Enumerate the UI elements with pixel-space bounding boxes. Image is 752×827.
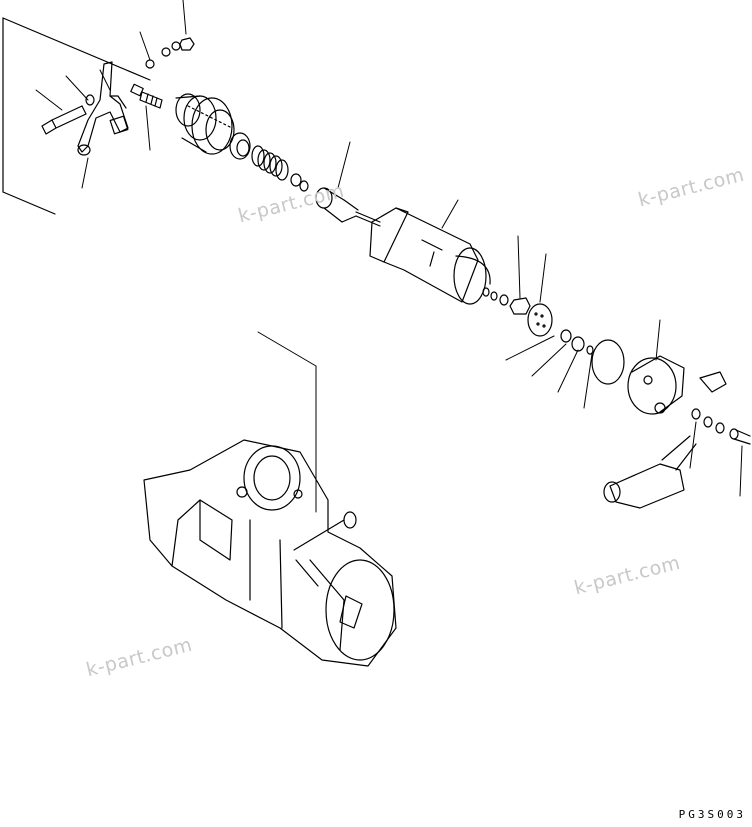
contact-disc-part	[528, 304, 552, 336]
plunger-part	[316, 188, 380, 226]
shift-lever-part	[78, 62, 128, 155]
spring-part	[252, 146, 288, 180]
drawing-code: PG3S003	[678, 808, 746, 821]
solenoid-housing-part	[370, 208, 490, 304]
leader-lines	[36, 0, 742, 512]
o-ring-part	[592, 340, 624, 384]
pinion-clutch-part	[176, 94, 234, 154]
solenoid-cap-part	[628, 356, 726, 414]
small-ring-parts	[291, 174, 308, 191]
boot-cover-part	[604, 436, 696, 508]
nut-washer-set	[146, 38, 194, 68]
washer-stack-parts	[561, 330, 593, 354]
bolt-part	[42, 106, 86, 134]
contact-ring-parts	[483, 288, 530, 314]
terminal-nut-parts	[692, 409, 724, 433]
collar-part	[230, 133, 250, 159]
washer-part	[86, 95, 94, 105]
pin-part	[131, 84, 162, 108]
starter-motor-assembly	[144, 440, 396, 666]
cap-bolt-part	[730, 429, 750, 444]
group-bracket-topleft	[3, 18, 150, 214]
